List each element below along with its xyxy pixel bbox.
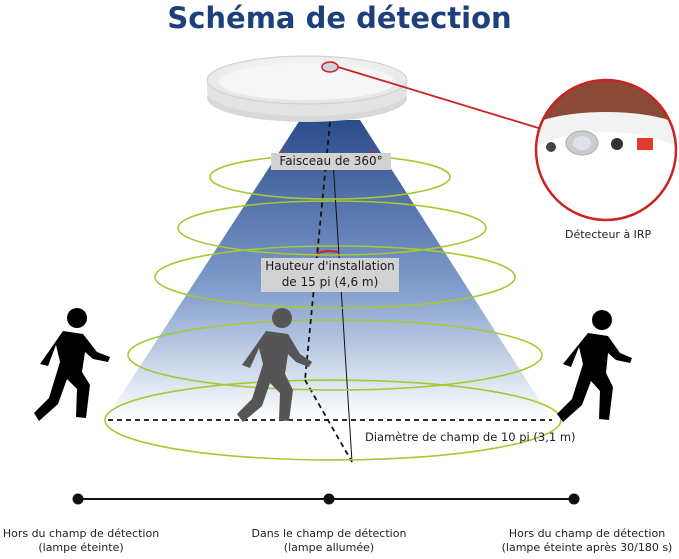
ceiling-lamp [206,55,408,122]
detection-rings-front [104,176,562,461]
diameter-label: Diamètre de champ de 10 pi (3,1 m) [365,430,576,444]
timeline-dot-center [323,493,335,505]
detector-label: Détecteur à IRP [565,228,652,241]
height-label-box: Hauteur d'installation de 15 pi (4,6 m) [261,258,399,292]
state-inside: Dans le champ de détection (lampe allumé… [248,527,410,555]
timeline [72,493,580,505]
timeline-dot-left [72,493,84,505]
detector-closeup [534,78,678,222]
diagram-title: Schéma de détection [167,1,512,35]
state-out-before-line1: Hors du champ de détection [2,527,160,540]
walker-center [237,308,312,422]
state-out-before: Hors du champ de détection (lampe éteint… [0,527,162,555]
height-label-line1: Hauteur d'installation [265,259,395,273]
height-label-line2: de 15 pi (4,6 m) [281,275,379,289]
pointer-line [337,66,546,131]
state-inside-line2: (lampe allumée) [283,541,375,554]
dashed-lines [108,121,552,463]
state-out-after: Hors du champ de détection (lampe éteint… [497,527,677,555]
state-inside-line1: Dans le champ de détection [251,527,407,540]
state-out-after-line1: Hors du champ de détection [508,527,666,540]
vertical-axis [332,159,353,463]
timeline-dot-right [568,493,580,505]
state-out-after-line2: (lampe éteinte après 30/180 s) [501,541,673,554]
beam-label: Faisceau de 360° [279,154,383,168]
walker-right [557,310,632,422]
walker-left [34,308,110,421]
height-angle-arc [315,250,339,255]
state-out-before-line2: (lampe éteinte) [38,541,124,554]
beam-label-box: Faisceau de 360° [271,153,391,170]
